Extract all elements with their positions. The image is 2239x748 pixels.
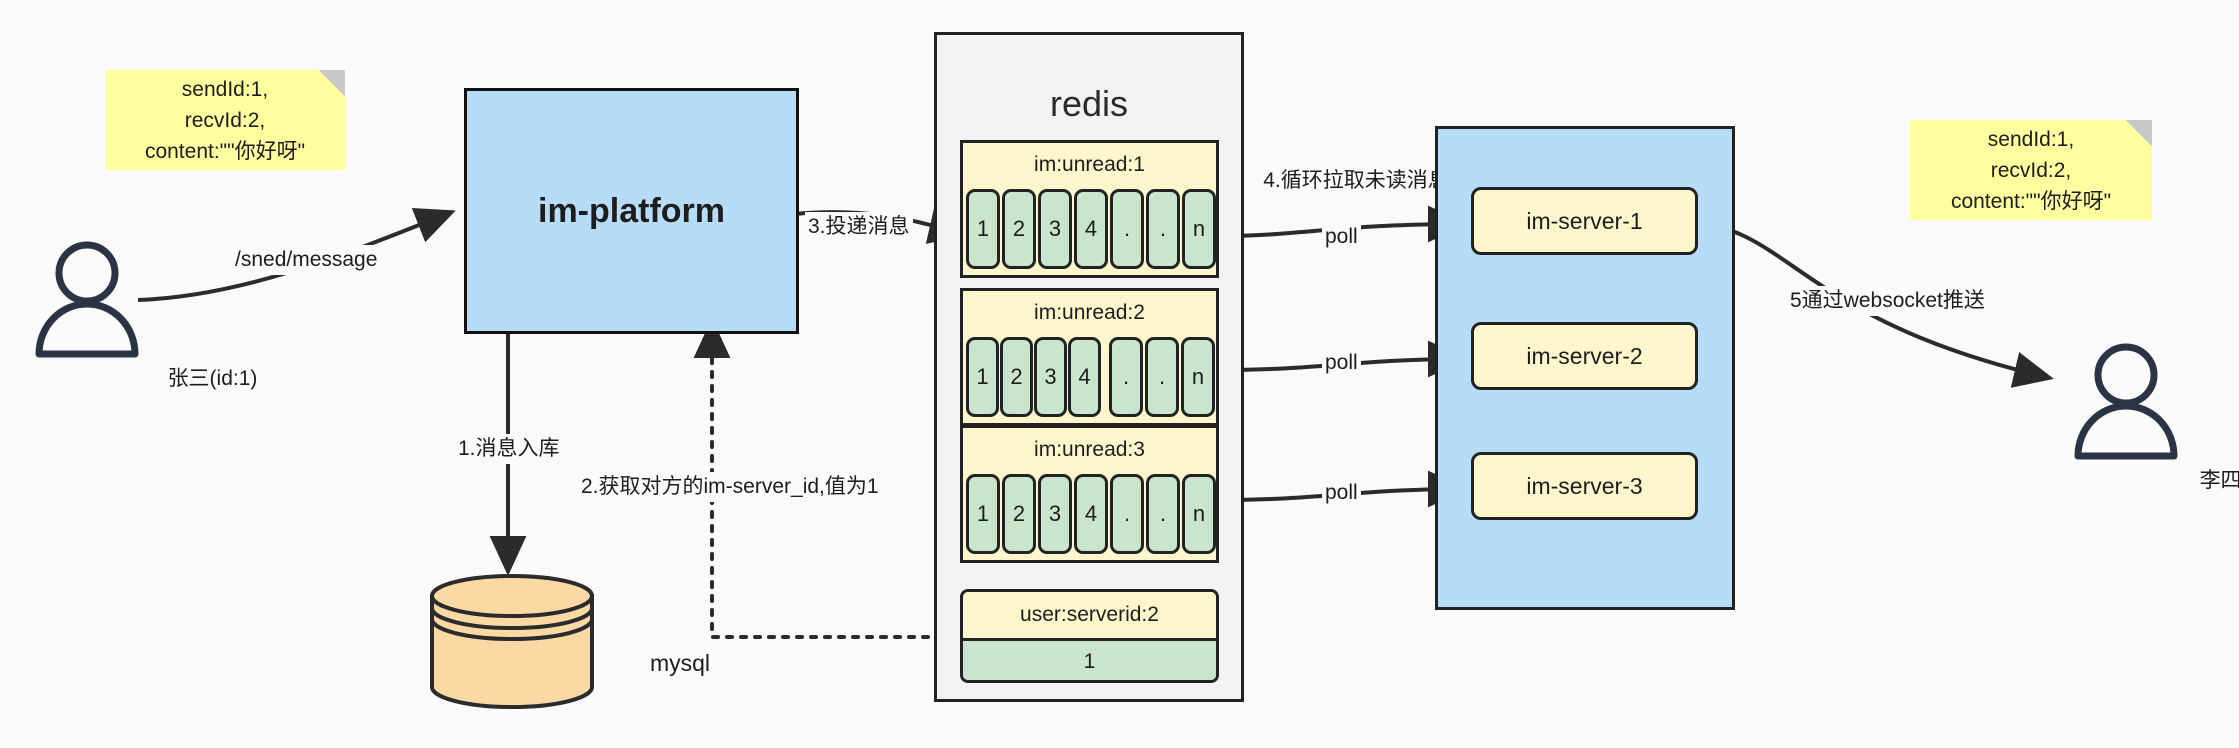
- list-cell[interactable]: 2: [1002, 189, 1036, 269]
- redis-key-group-2[interactable]: im:unread:2 1 2 3 4 . . n: [960, 288, 1219, 426]
- edge-label-step4: 4.循环拉取未读消息: [1258, 166, 1454, 196]
- person-icon: [2074, 343, 2178, 460]
- redis-key-label-1: im:unread:1: [963, 143, 1216, 187]
- redis-key-group-1[interactable]: im:unread:1 1 2 3 4 . . n: [960, 140, 1219, 278]
- edge-label-step1: 1.消息入库: [455, 434, 563, 464]
- redis-key-group-3[interactable]: im:unread:3 1 2 3 4 . . n: [960, 425, 1219, 563]
- list-cell[interactable]: .: [1110, 474, 1144, 554]
- im-server-3-box[interactable]: im-server-3: [1471, 452, 1698, 520]
- list-cell[interactable]: 1: [966, 337, 999, 417]
- edge-label-poll-2: poll: [1322, 348, 1361, 378]
- list-cell[interactable]: n: [1182, 189, 1216, 269]
- list-cell[interactable]: 3: [1034, 337, 1067, 417]
- edge-label-poll-1: poll: [1322, 222, 1361, 252]
- redis-title: redis: [1049, 83, 1129, 124]
- redis-cells-2: 1 2 3 4 . . n: [963, 335, 1216, 419]
- edge-label-step3: 3.投递消息: [805, 212, 913, 242]
- actor-sender-label: 张三(id:1): [167, 367, 258, 390]
- note-right-line-2: recvId:2,: [1990, 158, 2072, 182]
- actor-receiver-label: 李四（id:2): [2199, 469, 2239, 492]
- im-server-2-box[interactable]: im-server-2: [1471, 322, 1698, 390]
- list-cell[interactable]: 1: [966, 474, 1000, 554]
- note-left-line-3: content:""你好呀": [144, 139, 306, 163]
- redis-cells-3: 1 2 3 4 . . n: [963, 472, 1216, 556]
- note-fold-icon: [2126, 120, 2152, 146]
- redis-serverid-entry[interactable]: user:serverid:2 1: [960, 589, 1219, 683]
- im-server-1-box[interactable]: im-server-1: [1471, 187, 1698, 255]
- list-cell[interactable]: 4: [1074, 189, 1108, 269]
- mysql-database: mysql: [428, 574, 710, 709]
- list-cell[interactable]: 3: [1038, 474, 1072, 554]
- list-cell[interactable]: 4: [1068, 337, 1101, 417]
- im-server-cluster: im-server-1 im-server-2 im-server-3: [1435, 126, 1735, 610]
- redis-key-label-2: im:unread:2: [963, 291, 1216, 335]
- note-left-line-2: recvId:2,: [184, 108, 266, 132]
- redis-serverid-key: user:serverid:2: [963, 592, 1216, 638]
- list-cell[interactable]: .: [1110, 189, 1144, 269]
- actor-sender: 张三(id:1): [25, 240, 257, 390]
- sticky-note-left: sendId:1, recvId:2, content:""你好呀": [105, 70, 345, 170]
- list-cell[interactable]: n: [1181, 337, 1215, 417]
- list-cell[interactable]: 2: [1002, 474, 1036, 554]
- list-cell[interactable]: .: [1146, 189, 1180, 269]
- note-right-line-3: content:""你好呀": [1950, 189, 2112, 213]
- note-left-line-1: sendId:1,: [181, 77, 269, 101]
- edge-label-step2: 2.获取对方的im-server_id,值为1: [578, 472, 882, 502]
- note-right-line-1: sendId:1,: [1987, 127, 2075, 151]
- list-cell[interactable]: 2: [1000, 337, 1033, 417]
- list-cell[interactable]: .: [1109, 337, 1143, 417]
- note-fold-icon: [319, 70, 345, 96]
- edge-label-send-message: /sned/message: [232, 245, 381, 275]
- list-cell[interactable]: .: [1145, 337, 1179, 417]
- person-icon: [35, 241, 139, 358]
- list-cell[interactable]: n: [1182, 474, 1216, 554]
- list-cell[interactable]: 1: [966, 189, 1000, 269]
- im-platform-box[interactable]: im-platform: [464, 88, 799, 334]
- actor-receiver: 李四（id:2): [2064, 342, 2239, 492]
- mysql-label: mysql: [649, 650, 711, 676]
- redis-key-label-3: im:unread:3: [963, 428, 1216, 472]
- sticky-note-right: sendId:1, recvId:2, content:""你好呀": [1910, 120, 2152, 220]
- edge-label-poll-3: poll: [1322, 478, 1361, 508]
- list-cell[interactable]: .: [1146, 474, 1180, 554]
- redis-serverid-value: 1: [963, 638, 1216, 680]
- edge-label-step5: 5通过websocket推送: [1787, 286, 1988, 316]
- list-cell[interactable]: 4: [1074, 474, 1108, 554]
- redis-cells-1: 1 2 3 4 . . n: [963, 187, 1216, 271]
- list-cell[interactable]: 3: [1038, 189, 1072, 269]
- database-cylinder-icon: [430, 574, 594, 709]
